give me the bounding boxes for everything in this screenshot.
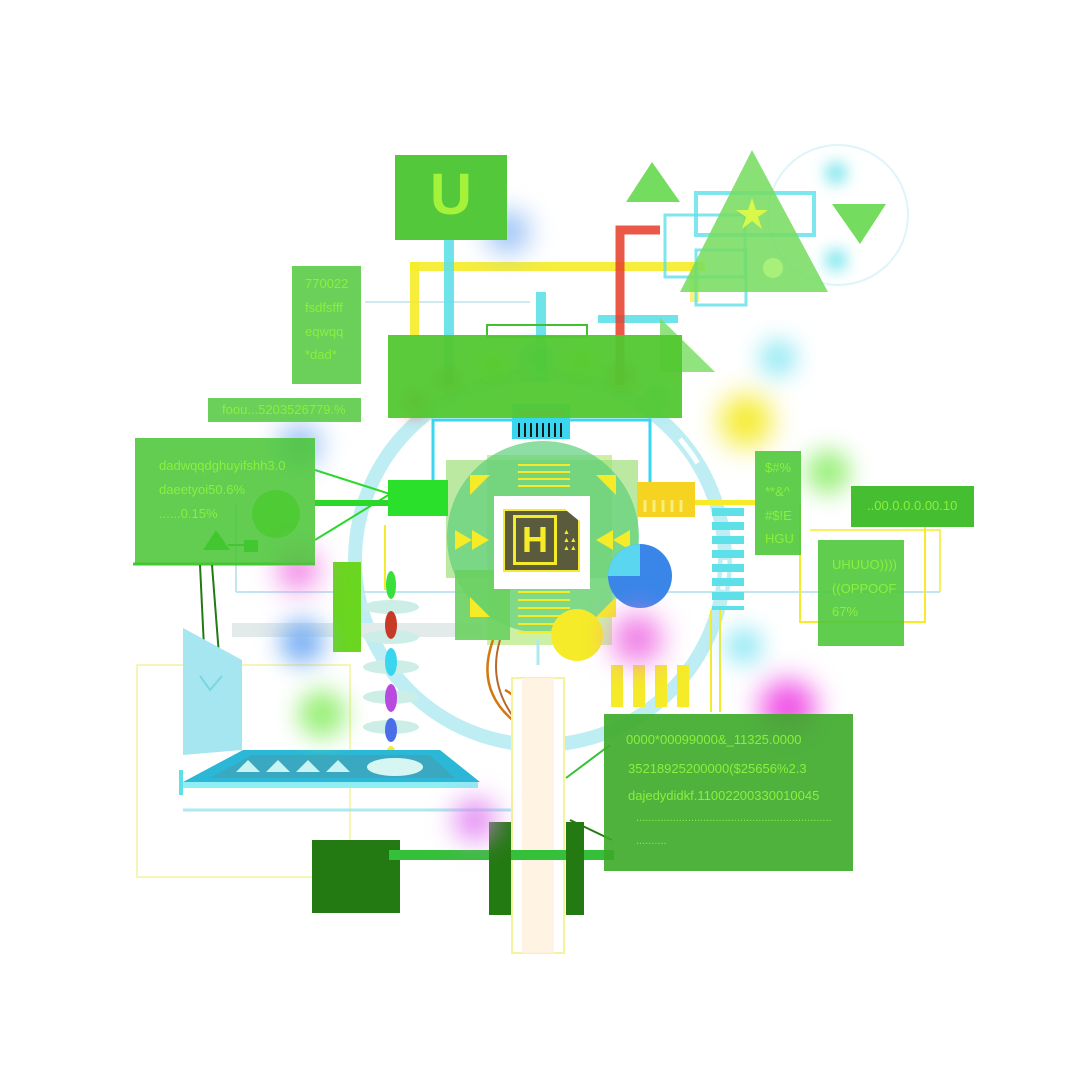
label-percent-panel [208, 398, 361, 422]
glow-magenta-2 [612, 614, 662, 664]
panel-left-top-line-1: 770022 [305, 276, 349, 291]
panel-right-symbols-line-4: HGU [765, 531, 794, 546]
main-board [388, 335, 682, 418]
panel-left-top [292, 266, 361, 384]
glow-blue-3 [280, 620, 324, 664]
panel-bottom-right-line-5: .......... [636, 835, 667, 847]
panel-right-number-text: ..00.0.0.0.00.10 [867, 498, 958, 513]
panel-left-mid-line-3: ......0.15% [159, 506, 218, 521]
panel-bottom-right-line-2: 35218925200000($25656%2.3 [628, 761, 807, 776]
glow-green-right [806, 450, 850, 494]
chip-arrow-icons: ▲▲▲▲▲ [563, 529, 577, 552]
panel-bottom-right-line-3: dajedydidkf.11002200330010045 [628, 788, 820, 803]
panel-left-mid-line-2: daeetyoi50.6% [159, 482, 246, 497]
panel-bottom-right-line-1: 0000*00099000&_11325.0000 [626, 732, 802, 747]
glow-cyan-top-right-1 [826, 163, 846, 183]
panel-right-symbols-line-1: $#% [765, 460, 792, 475]
panel-left-mid-line-1: dadwqqdghuyifshh3.0 [159, 458, 286, 473]
panel-bottom-right [604, 714, 853, 871]
panel-right-mid-line-3: 67% [832, 604, 859, 619]
header-u-panel: U [395, 155, 507, 240]
panel-right-symbols-line-3: #$!E [765, 508, 792, 523]
chip-core: H ▲▲▲▲▲ [503, 509, 580, 572]
panel-right-mid [818, 540, 904, 646]
chip: H ▲▲▲▲▲ [494, 496, 590, 589]
panel-right-number [851, 486, 974, 527]
glow-magenta-4 [455, 800, 495, 840]
glow-cyan-right [726, 628, 762, 664]
panel-right-symbols-line-2: **&^ [765, 484, 790, 499]
panel-right-mid-line-2: ((OPPOOF [832, 581, 897, 596]
panel-left-top-line-4: *dad* [305, 347, 337, 362]
panel-left-top-line-3: eqwqq [305, 324, 344, 339]
panel-bottom-right-line-4: ........................................… [636, 812, 832, 824]
chip-letter: H [513, 515, 557, 565]
panel-left-top-line-2: fsdfsfff [305, 300, 343, 315]
panel-right-symbols [755, 451, 801, 555]
glow-cyan-top-right-2 [826, 250, 846, 270]
glow-yellow-big [720, 395, 772, 447]
label-percent-text: foou...5203526779.% [222, 402, 346, 417]
glow-green-left [298, 690, 346, 738]
header-u-letter: U [430, 162, 472, 227]
panel-right-mid-line-1: UHUUO)))) [832, 557, 897, 572]
panel-left-mid [135, 438, 315, 565]
glow-cyan-top [760, 340, 796, 376]
